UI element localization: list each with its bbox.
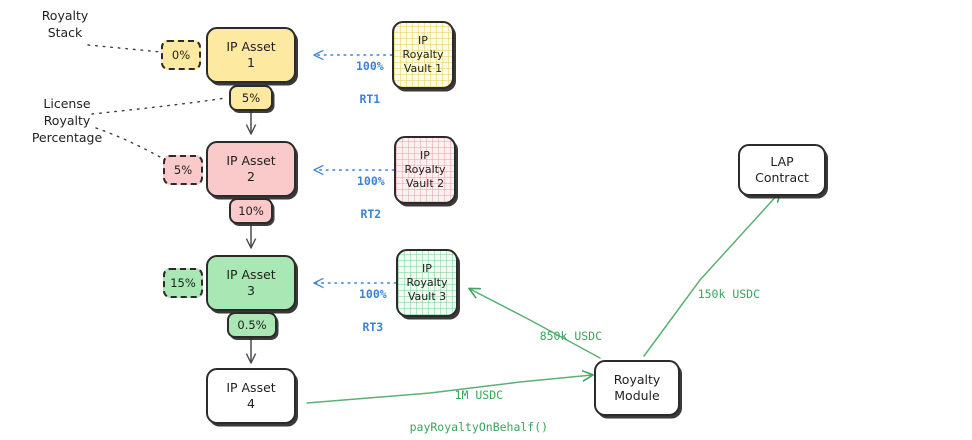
- flow-label-to-lap: 150k USDC: [670, 270, 760, 318]
- ip-asset-2-node[interactable]: IP Asset 2: [206, 141, 296, 197]
- vault-2-line3: Vault 2: [405, 176, 445, 190]
- pay-royalty-amount: 1M USDC: [454, 388, 504, 403]
- vault-1-share-label: 100% RT1: [325, 41, 387, 124]
- flow-label-pay-royalty: 1M USDC payRoyaltyOnBehalf(): [370, 371, 560, 440]
- royalty-stack-badge-asset-2[interactable]: 5%: [163, 155, 203, 185]
- ip-asset-3-label: IP Asset: [226, 267, 276, 283]
- license-royalty-badge-asset-3[interactable]: 0.5%: [227, 312, 277, 338]
- royalty-stack-value: 0%: [171, 47, 191, 62]
- to-lap-amount: 150k USDC: [697, 287, 761, 302]
- license-royalty-value: 5%: [241, 90, 261, 105]
- royalty-stack-badge-asset-3[interactable]: 15%: [163, 268, 203, 298]
- lap-contract-line1: LAP: [770, 154, 794, 170]
- ip-asset-4-label: IP Asset: [226, 380, 276, 396]
- ip-asset-1-label: IP Asset: [226, 39, 276, 55]
- royalty-module-line1: Royalty: [613, 372, 661, 388]
- royalty-stack-badge-asset-1[interactable]: 0%: [161, 40, 201, 70]
- ip-asset-2-label: IP Asset: [226, 153, 276, 169]
- vault-1-share: 100%: [356, 58, 384, 73]
- vault-1-line1: IP: [418, 34, 428, 48]
- vault-3-token: RT3: [362, 320, 384, 335]
- vault-1-token: RT1: [359, 92, 381, 107]
- royalty-module-node[interactable]: Royalty Module: [594, 360, 680, 416]
- ip-asset-3-node[interactable]: IP Asset 3: [206, 255, 296, 311]
- vault-2-share: 100%: [357, 173, 385, 188]
- license-royalty-badge-asset-1[interactable]: 5%: [229, 85, 273, 111]
- leader-royalty-stack: [87, 44, 162, 53]
- ip-asset-1-node[interactable]: IP Asset 1: [206, 27, 296, 83]
- ip-royalty-vault-1-node[interactable]: IP Royalty Vault 1: [392, 21, 454, 89]
- vault-2-line2: Royalty: [404, 163, 446, 177]
- ip-royalty-vault-3-node[interactable]: IP Royalty Vault 3: [396, 249, 458, 317]
- license-royalty-badge-asset-2[interactable]: 10%: [229, 198, 273, 224]
- vault-2-share-label: 100% RT2: [326, 156, 388, 239]
- pay-royalty-function: payRoyaltyOnBehalf(): [409, 420, 549, 435]
- vault-3-line2: Royalty: [406, 276, 448, 290]
- ip-asset-3-number: 3: [247, 283, 255, 298]
- license-royalty-value-2: 10%: [238, 203, 264, 218]
- license-royalty-value-3: 0.5%: [237, 317, 267, 332]
- vault-1-line3: Vault 1: [403, 61, 443, 75]
- ip-asset-4-node[interactable]: IP Asset 4: [206, 368, 296, 424]
- lap-contract-line2: Contract: [755, 170, 809, 185]
- ip-asset-2-number: 2: [247, 169, 255, 184]
- royalty-module-line2: Module: [614, 388, 660, 403]
- ip-asset-4-number: 4: [247, 396, 255, 411]
- ip-asset-1-number: 1: [247, 55, 255, 70]
- to-vault3-amount: 850k USDC: [539, 329, 603, 344]
- flow-label-to-vault3: 850k USDC: [512, 312, 602, 360]
- vault-1-line2: Royalty: [402, 48, 444, 62]
- annotation-license-royalty-percentage: License Royalty Percentage: [31, 96, 103, 145]
- vault-3-share: 100%: [359, 286, 387, 301]
- ip-royalty-vault-2-node[interactable]: IP Royalty Vault 2: [394, 136, 456, 204]
- vault-3-line3: Vault 3: [407, 289, 447, 303]
- vault-2-line1: IP: [420, 149, 430, 163]
- annotation-royalty-stack: Royalty Stack: [41, 8, 89, 40]
- royalty-stack-value-3: 15%: [170, 275, 196, 290]
- royalty-stack-value-2: 5%: [173, 162, 193, 177]
- vault-3-line1: IP: [422, 262, 432, 276]
- lap-contract-node[interactable]: LAP Contract: [738, 144, 826, 196]
- vault-2-token: RT2: [360, 207, 382, 222]
- vault-3-share-label: 100% RT3: [328, 269, 390, 352]
